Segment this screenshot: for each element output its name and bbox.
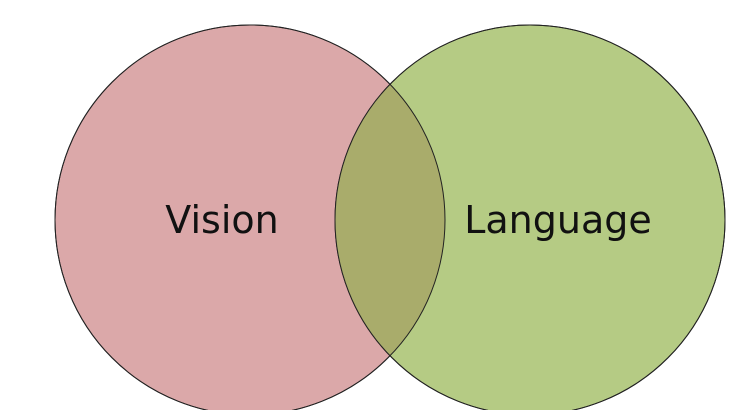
language-label: Language (464, 198, 652, 242)
language-circle-outline (334, 24, 726, 410)
vision-label: Vision (165, 198, 278, 242)
vision-circle-outline (54, 24, 446, 410)
